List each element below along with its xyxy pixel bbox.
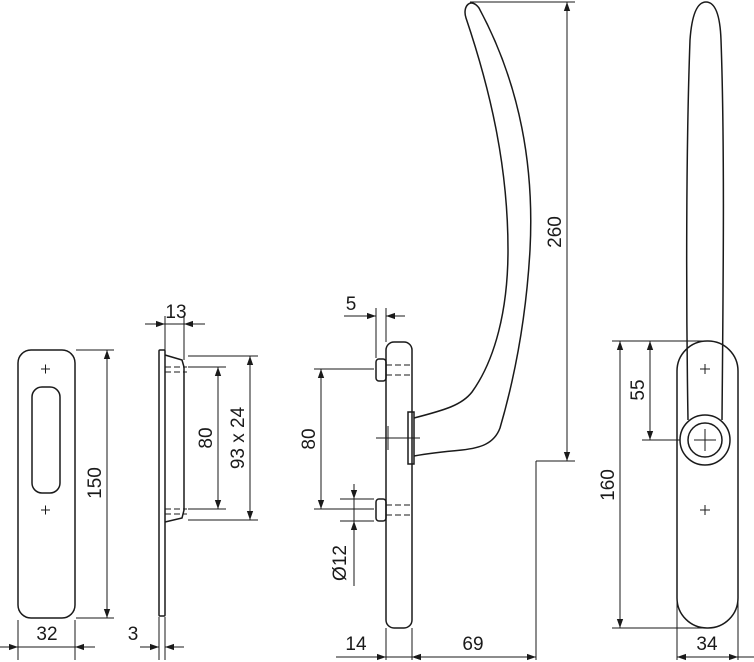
handle-lever bbox=[413, 2, 532, 457]
dim-dia12-label: Ø12 bbox=[330, 545, 351, 581]
screw-mark-bottom bbox=[41, 505, 50, 515]
front-rosette-plate bbox=[676, 340, 739, 629]
profile-plate bbox=[158, 349, 166, 617]
dim-13-label: 13 bbox=[165, 302, 186, 323]
screw-head-top bbox=[375, 358, 387, 382]
screw-shaft-top bbox=[386, 364, 412, 376]
dim-32-label: 32 bbox=[36, 624, 57, 645]
dim-80-left-label: 80 bbox=[196, 427, 217, 448]
dim-69-label: 69 bbox=[462, 634, 483, 655]
front-screw-mark-bottom bbox=[700, 505, 710, 515]
front-screw-mark-top bbox=[700, 364, 710, 374]
handle-side-view: 5 80 Ø12 260 14 69 bbox=[299, 1, 575, 661]
dim-93x24-label: 93 x 24 bbox=[228, 406, 249, 469]
profile-body bbox=[164, 354, 185, 523]
rosette-plate bbox=[17, 349, 76, 619]
handle-front-view: 55 160 34 bbox=[598, 1, 754, 661]
rosette-slot bbox=[31, 386, 61, 494]
screw-shaft-bottom bbox=[386, 504, 412, 516]
dim-5-label: 5 bbox=[346, 294, 357, 315]
front-spindle-axis bbox=[694, 429, 716, 451]
dim-260-label: 260 bbox=[545, 216, 566, 248]
front-spindle-ring-inner bbox=[687, 422, 723, 458]
profile-pin-top bbox=[165, 366, 187, 373]
dim-160-label: 160 bbox=[598, 469, 619, 501]
front-handle-lever bbox=[685, 1, 725, 421]
dim-3-label: 3 bbox=[128, 624, 139, 645]
dim-34-label: 34 bbox=[696, 634, 718, 655]
screw-mark-top bbox=[41, 364, 50, 374]
handle-base-plate bbox=[385, 341, 413, 629]
dim-150-label: 150 bbox=[85, 467, 106, 499]
dim-14-label: 14 bbox=[345, 634, 367, 655]
profile-side-view: 13 80 93 x 24 3 bbox=[128, 302, 258, 660]
rosette-front-view: 150 32 bbox=[0, 349, 114, 660]
handle-spindle-axis bbox=[376, 426, 420, 450]
screw-head-bottom bbox=[375, 498, 387, 522]
dim-80-side-label: 80 bbox=[299, 428, 320, 449]
profile-pin-bottom bbox=[165, 508, 187, 515]
dim-55-label: 55 bbox=[628, 379, 649, 400]
